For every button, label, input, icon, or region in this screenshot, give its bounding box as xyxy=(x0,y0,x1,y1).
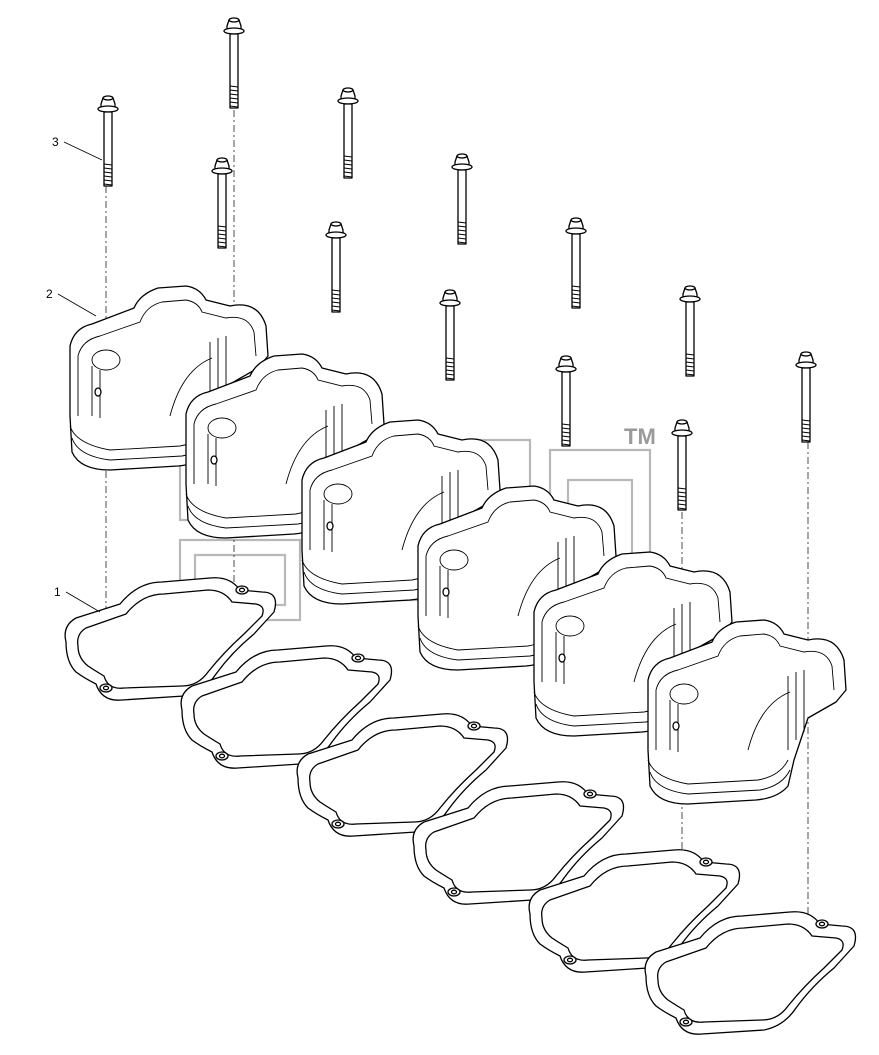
callout-label-gasket: 1 xyxy=(54,585,61,599)
trademark-mark: TM xyxy=(624,424,656,449)
bolt-12 xyxy=(795,351,817,443)
callout-label-cover: 2 xyxy=(46,287,53,301)
bolt-1 xyxy=(97,95,119,187)
callout-2: 2 xyxy=(46,287,97,317)
bolt-3 xyxy=(211,157,233,249)
callout-3: 3 xyxy=(52,135,103,161)
bolt-8 xyxy=(565,217,587,309)
bolt-2 xyxy=(223,17,245,109)
bolt-5 xyxy=(325,221,347,313)
bolt-10 xyxy=(679,285,701,377)
bolt-11 xyxy=(671,419,693,511)
bolt-4 xyxy=(337,87,359,179)
callout-label-bolt: 3 xyxy=(52,135,59,149)
callout-1: 1 xyxy=(54,585,101,613)
bolt-6 xyxy=(451,153,473,245)
bolt-7 xyxy=(439,289,461,381)
bolt-9 xyxy=(555,355,577,447)
